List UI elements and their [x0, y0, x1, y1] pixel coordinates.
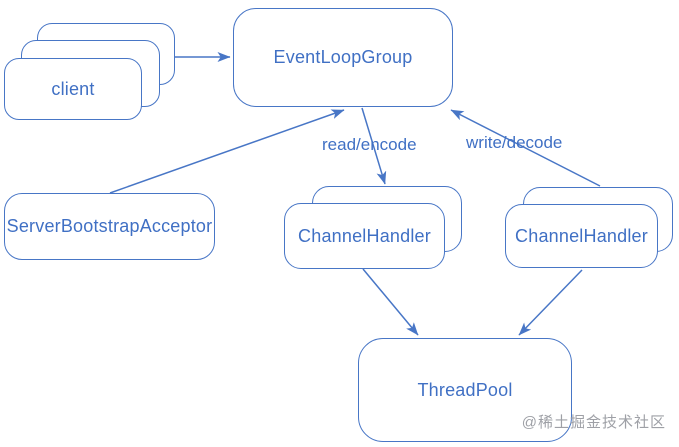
client-node: client — [4, 58, 142, 120]
server-bootstrap-acceptor-label: ServerBootstrapAcceptor — [6, 216, 213, 236]
server-bootstrap-acceptor-node: ServerBootstrapAcceptor — [4, 193, 215, 260]
event-loop-group-label: EventLoopGroup — [273, 47, 413, 67]
client-label: client — [51, 78, 95, 99]
channel-handler-write-node: ChannelHandler — [505, 204, 658, 268]
channel-handler-write-label: ChannelHandler — [515, 225, 648, 246]
write-decode-edge-label: write/decode — [466, 133, 563, 152]
edge-channelhandler-write-to-threadpool — [518, 269, 583, 336]
channel-handler-read-label: ChannelHandler — [298, 225, 431, 246]
thread-pool-node: ThreadPool — [358, 338, 572, 442]
watermark: @稀土掘金技术社区 — [521, 414, 666, 431]
read-encode-edge-label: read/encode — [322, 135, 417, 154]
thread-pool-label: ThreadPool — [417, 379, 513, 400]
edge-acceptor-to-eventloopgroup — [109, 109, 345, 194]
event-loop-group-node: EventLoopGroup — [233, 8, 453, 107]
edge-channelhandler-read-to-threadpool — [362, 268, 419, 336]
channel-handler-read-node: ChannelHandler — [284, 203, 445, 269]
